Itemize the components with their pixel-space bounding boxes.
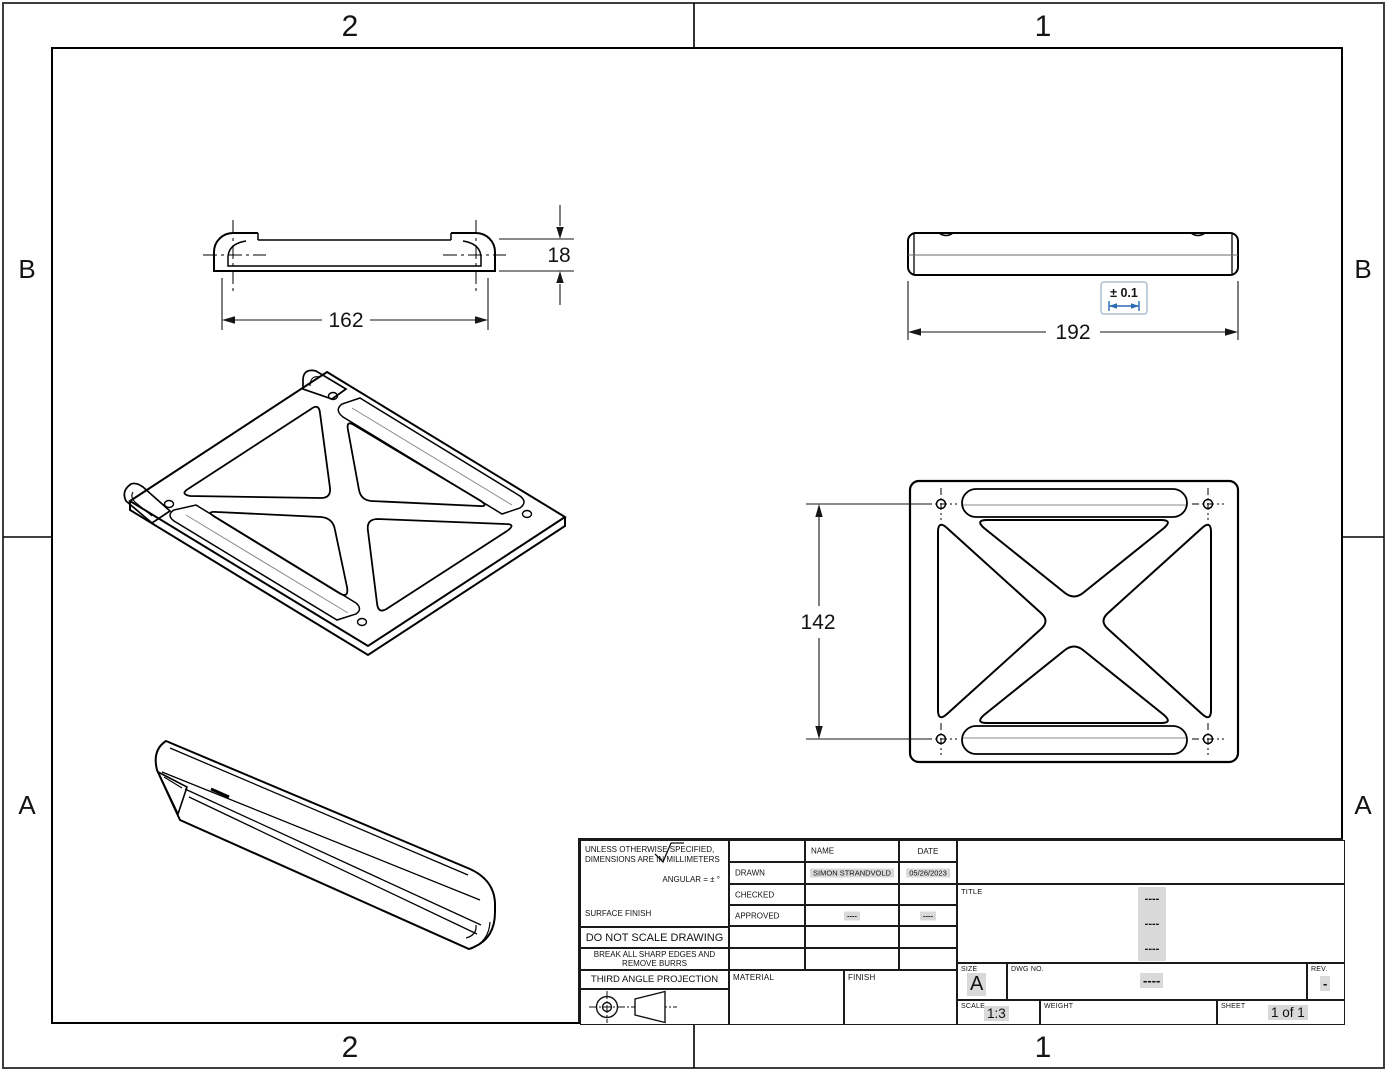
blank-row-2-label [729, 948, 805, 970]
scale-value: 1:3 [984, 1006, 1009, 1021]
sheet-label: SHEET [1221, 1003, 1246, 1010]
do-not-scale-label: DO NOT SCALE DRAWING [585, 931, 724, 944]
right-blank-cell [957, 840, 1345, 884]
zone-label-left-a: A [18, 790, 36, 820]
title-block: UNLESS OTHERWISE SPECIFIED, DIMENSIONS A… [578, 838, 1345, 1025]
blank-row-2-date [899, 948, 957, 970]
zone-label-right-b: B [1354, 254, 1371, 284]
approved-date-cell: ---- [899, 905, 957, 926]
drawn-name-cell: SIMON STRANDVOLD [805, 862, 899, 884]
scale-label: SCALE [961, 1003, 985, 1010]
blank-row-1-date [899, 926, 957, 948]
rev-label: REV. [1311, 966, 1328, 973]
zone-label-bottom-1: 1 [1035, 1031, 1052, 1064]
zone-label-right-a: A [1354, 790, 1372, 820]
dwg-no-value: ---- [1140, 973, 1164, 988]
sheet-cell: SHEET 1 of 1 [1217, 1000, 1345, 1025]
rev-value: - [1320, 976, 1331, 991]
date-header: DATE [917, 846, 939, 856]
zone-labels: 2 1 2 1 B A B A [18, 10, 1372, 1064]
third-angle-projection-icon [589, 990, 677, 1024]
approved-name-cell: ---- [805, 905, 899, 926]
blank-row-2-name [805, 948, 899, 970]
tolerance-value: ± 0.1 [1110, 286, 1138, 300]
projection-label-cell: THIRD ANGLE PROJECTION [580, 970, 729, 989]
projection-label: THIRD ANGLE PROJECTION [590, 974, 719, 985]
title-value-line-2: ---- [1144, 917, 1160, 930]
dim-18-value: 18 [547, 244, 570, 267]
approval-header-blank [729, 840, 805, 862]
notes-line-1: UNLESS OTHERWISE SPECIFIED, [585, 845, 715, 854]
checked-label: CHECKED [735, 890, 775, 899]
scale-cell: SCALE 1:3 [957, 1000, 1040, 1025]
dimension-18: 18 [499, 205, 574, 305]
dim-162-value: 162 [328, 309, 363, 332]
sheet-value: 1 of 1 [1268, 1005, 1308, 1020]
title-value-line-3: ---- [1144, 942, 1160, 955]
blank-row-1-label [729, 926, 805, 948]
notes-line-2: DIMENSIONS ARE IN MILLIMETERS [585, 855, 720, 864]
side-view-dimensions: 162 18 [221, 205, 574, 332]
dwg-no-cell: DWG NO. ---- [1007, 963, 1307, 1000]
title-label: TITLE [961, 887, 983, 896]
name-header: NAME [811, 846, 835, 856]
material-label: MATERIAL [733, 973, 775, 982]
dwg-no-label: DWG NO. [1011, 966, 1044, 973]
mounting-holes [925, 488, 1224, 755]
angular-tolerance-note: ANGULAR = ± ° [662, 875, 720, 884]
approved-label: APPROVED [735, 911, 780, 920]
size-value: A [967, 973, 987, 996]
material-cell: MATERIAL [729, 970, 844, 1025]
finish-cell: FINISH [844, 970, 957, 1025]
dimension-142: 142 [800, 503, 930, 740]
surface-finish-icon [654, 842, 684, 864]
isometric-view [123, 369, 567, 657]
checked-label-cell: CHECKED [729, 884, 805, 905]
approved-label-cell: APPROVED [729, 905, 805, 926]
drawn-name-value: SIMON STRANDVOLD [810, 868, 894, 878]
projection-symbol-cell [580, 989, 729, 1025]
checked-date-cell [899, 884, 957, 905]
front-view [907, 232, 1239, 276]
side-view [203, 220, 506, 291]
zone-label-top-2: 2 [342, 10, 359, 43]
do-not-scale-cell: DO NOT SCALE DRAWING [580, 927, 729, 948]
approved-name-value: ---- [844, 911, 860, 920]
drawn-date-cell: 05/26/2023 [899, 862, 957, 884]
blank-row-1-name [805, 926, 899, 948]
dim-192-value: 192 [1055, 321, 1090, 344]
break-edges-line-1: BREAK ALL SHARP EDGES AND [593, 950, 716, 959]
size-cell: SIZE A [957, 963, 1007, 1000]
zone-label-top-1: 1 [1035, 10, 1052, 43]
title-value-line-1: ---- [1144, 893, 1160, 906]
size-label: SIZE [961, 966, 978, 973]
front-view-dimensions: 192 ± 0.1 [907, 281, 1239, 344]
surface-finish-label: SURFACE FINISH [585, 909, 652, 918]
side-isometric-view [154, 739, 496, 951]
tolerance-callout: ± 0.1 [1100, 281, 1148, 315]
general-notes-cell: UNLESS OTHERWISE SPECIFIED, DIMENSIONS A… [580, 840, 729, 927]
break-edges-cell: BREAK ALL SHARP EDGES AND REMOVE BURRS [580, 948, 729, 970]
break-edges-line-2: REMOVE BURRS [622, 959, 687, 968]
checked-name-cell [805, 884, 899, 905]
rev-cell: REV. - [1307, 963, 1345, 1000]
top-view [908, 479, 1240, 764]
top-view-dimensions: 142 [800, 503, 930, 740]
approved-date-value: ---- [920, 911, 936, 920]
drawn-label-cell: DRAWN [729, 862, 805, 884]
weight-label: WEIGHT [1044, 1003, 1074, 1010]
title-value-block: ---- ---- ---- [1138, 887, 1166, 961]
weight-cell: WEIGHT [1040, 1000, 1217, 1025]
name-header-cell: NAME [805, 840, 899, 862]
title-cell: TITLE ---- ---- ---- [957, 884, 1345, 963]
dimension-162: 162 [221, 278, 489, 332]
finish-label: FINISH [848, 973, 876, 982]
dim-142-value: 142 [800, 611, 835, 634]
zone-label-left-b: B [18, 254, 35, 284]
zone-label-bottom-2: 2 [342, 1031, 359, 1064]
dimension-192: 192 [907, 281, 1239, 344]
drawn-label: DRAWN [735, 868, 765, 878]
drawn-date-value: 05/26/2023 [906, 868, 950, 878]
date-header-cell: DATE [899, 840, 957, 862]
